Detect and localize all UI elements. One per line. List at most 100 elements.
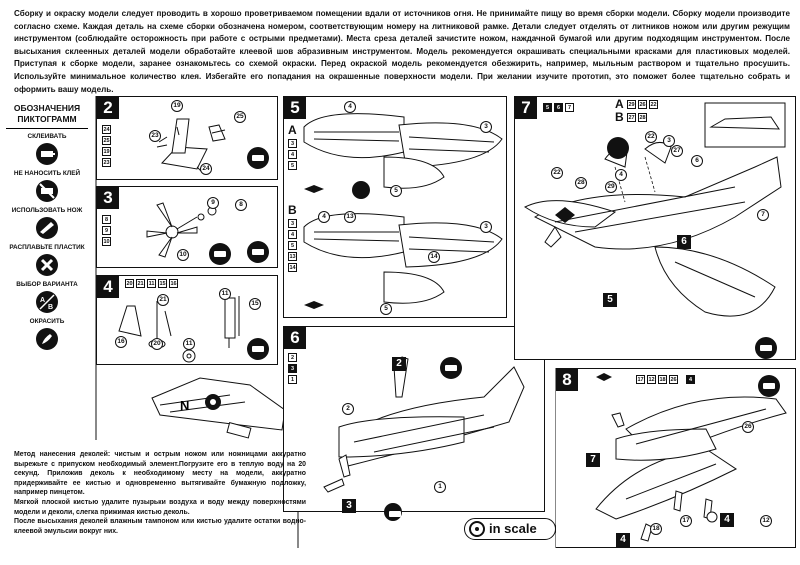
legend-item-no-glue: НЕ НАНОСИТЬ КЛЕЙ: [6, 170, 88, 202]
variant-label-b: B: [615, 110, 624, 124]
part-box: 12: [647, 375, 656, 384]
glue-icon: [36, 143, 58, 165]
part-callout: 11: [183, 338, 195, 350]
step-2-panel: 2 24 25 19 23 19 25 23 24: [96, 96, 278, 180]
step-number: 6: [284, 327, 306, 349]
part-callout: 22: [645, 131, 657, 143]
part-box: 3: [288, 364, 297, 373]
part-box: 14: [288, 263, 297, 272]
part-callout: 26: [742, 421, 754, 433]
part-callout: 25: [234, 111, 246, 123]
part-box: 16: [169, 279, 178, 288]
pictogram-legend: ОБОЗНАЧЕНИЯ ПИКТОГРАММ СКЛЕИВАТЬ НЕ НАНО…: [6, 103, 88, 355]
melt-plastic-icon: [384, 503, 402, 521]
brand-mark-icon: [469, 521, 485, 537]
part-box: 13: [288, 252, 297, 261]
part-callout: 17: [680, 515, 692, 527]
step-6-panel: 6 2 3 1 2 3 2 1: [283, 326, 545, 521]
part-box: 4: [288, 150, 297, 159]
part-box: 8: [102, 215, 111, 224]
knife-icon: [36, 217, 58, 239]
part-callout: 21: [157, 294, 169, 306]
svg-text:A: A: [40, 297, 45, 304]
part-label: 3: [342, 499, 356, 513]
part-callout: 10: [177, 249, 189, 261]
melt-plastic-icon: [209, 243, 231, 265]
part-callout: 27: [671, 145, 683, 157]
part-callout: 3: [663, 135, 675, 147]
fuselage-wing-assembly-drawing: [524, 102, 786, 317]
legend-label: РАСПЛАВЬТЕ ПЛАСТИК: [9, 244, 85, 251]
part-box: 26: [669, 375, 678, 384]
part-box: 28: [638, 113, 647, 122]
part-callout: 3: [480, 221, 492, 233]
glue-icon: [247, 338, 269, 360]
seat-assembly-drawing: [156, 118, 226, 174]
step-7-panel: 7 5 6 7 A 29 26 22 B 27 28 4 3 22 27 22 …: [514, 96, 796, 360]
part-box: 27: [627, 113, 636, 122]
part-callout: 5: [380, 303, 392, 315]
fuselage-assembly-drawing: [323, 356, 525, 493]
variant-label-a: A: [615, 97, 624, 111]
part-callout: 4: [344, 101, 356, 113]
part-box: 2: [288, 353, 297, 362]
no-glue-icon: [36, 180, 58, 202]
part-callout: 28: [575, 177, 587, 189]
part-callout: 15: [249, 298, 261, 310]
decal-instructions: Метод нанесения деколей: чистым и острым…: [14, 450, 306, 536]
part-box: 23: [102, 158, 111, 167]
part-callout: 2: [342, 403, 354, 415]
part-label: 4: [616, 533, 630, 547]
step-number: 3: [97, 187, 119, 209]
part-box: 15: [158, 279, 167, 288]
part-label: 7: [586, 453, 600, 467]
part-box: 9: [102, 226, 111, 235]
legend-title: ОБОЗНАЧЕНИЯ ПИКТОГРАММ: [6, 103, 88, 129]
paint-icon: [36, 328, 58, 350]
part-box: 6: [554, 103, 563, 112]
legend-label: ИСПОЛЬЗОВАТЬ НОЖ: [11, 207, 83, 214]
part-box: 29: [627, 100, 636, 109]
part-callout: 3: [480, 121, 492, 133]
variant-label-a: A: [288, 123, 297, 137]
part-callout: 23: [149, 130, 161, 142]
legend-label: НЕ НАНОСИТЬ КЛЕЙ: [13, 170, 81, 177]
step-5-panel: 5 A 3 4 5 B 3 4 5 13 14 4 3 5 4 13 3 14 …: [283, 96, 507, 318]
part-box: 25: [102, 136, 111, 145]
propeller-drawing: [146, 202, 217, 258]
brand-name: in scale: [489, 521, 537, 536]
melt-plastic-icon: [36, 254, 58, 276]
part-box: 18: [658, 375, 667, 384]
part-callout: 4: [615, 169, 627, 181]
part-callout: 6: [691, 155, 703, 167]
part-box: 5: [288, 161, 297, 170]
part-box: 3: [288, 219, 297, 228]
part-label: 5: [603, 293, 617, 307]
part-label: 4: [720, 513, 734, 527]
part-box: 5: [543, 103, 552, 112]
part-callout: 14: [428, 251, 440, 263]
part-box: 20: [125, 279, 134, 288]
legend-label: ОКРАСИТЬ: [29, 318, 65, 325]
part-box: 11: [147, 279, 156, 288]
part-box: 22: [649, 100, 658, 109]
step-number: 2: [97, 97, 119, 119]
part-box: 1: [288, 375, 297, 384]
final-assembly-drawing: [595, 373, 787, 542]
part-callout: 22: [551, 167, 563, 179]
part-label: 6: [677, 235, 691, 249]
part-box: 19: [102, 147, 111, 156]
glue-icon: [247, 147, 269, 169]
part-callout: 5: [390, 185, 402, 197]
part-box: 4: [686, 375, 695, 384]
part-callout: 20: [151, 338, 163, 350]
part-box: 7: [565, 103, 574, 112]
brand-logo: in scale: [464, 518, 556, 540]
step-number: 4: [97, 276, 119, 298]
part-callout: 9: [207, 197, 219, 209]
decal-paragraph: Мягкой плоской кистью удалите пузырьки в…: [14, 498, 306, 516]
step-number: 7: [515, 97, 537, 119]
